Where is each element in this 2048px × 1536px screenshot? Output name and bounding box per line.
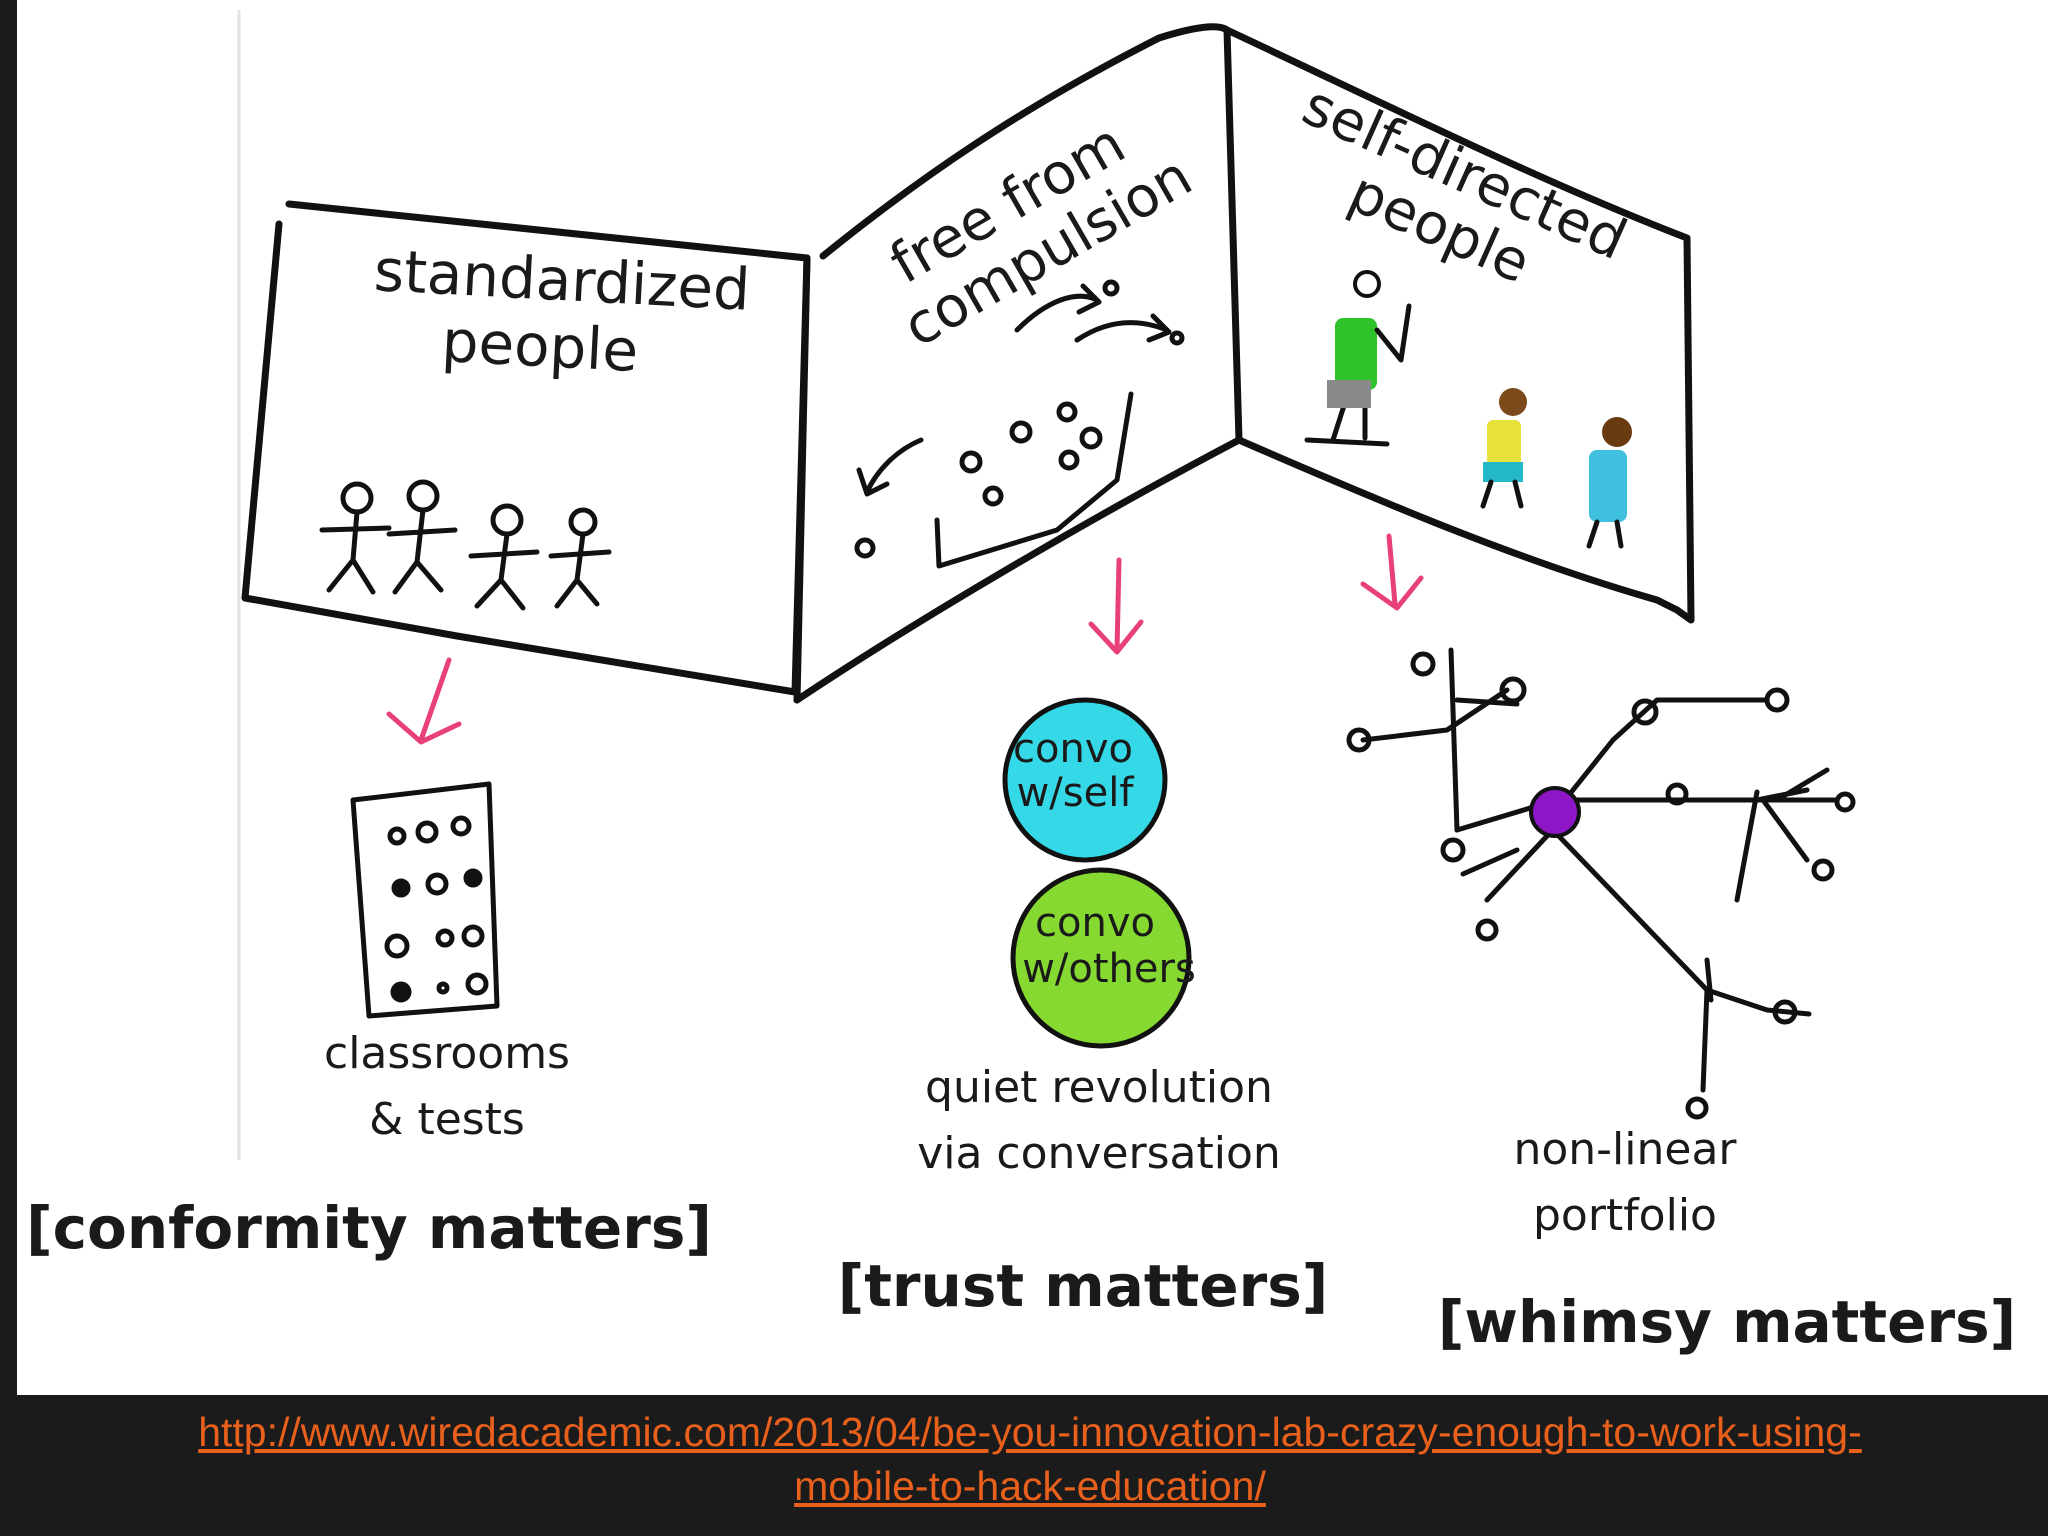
self-directed-kid-figures [1304, 270, 1632, 549]
bubble-convo-others-line2: w/others [1022, 946, 1196, 992]
panel-self-directed-frame [1223, 26, 1695, 624]
bubble-convo-self-line1: convo [1013, 726, 1133, 772]
stick-figure-icon [319, 481, 392, 595]
standardized-stick-figures [319, 479, 612, 611]
bubble-convo-others-line1: convo [1035, 900, 1155, 946]
folded-sign-outline [241, 23, 1695, 704]
caption-classrooms-line1: classrooms [324, 1028, 570, 1079]
curved-arrow-icon [1074, 313, 1172, 343]
caption-trust-matters: [trust matters] [838, 1252, 1329, 1320]
source-link[interactable]: http://www.wiredacademic.com/2013/04/be-… [140, 1405, 1920, 1513]
caption-portfolio-line2: portfolio [1533, 1190, 1717, 1241]
kid-figure-blue-icon [1586, 417, 1632, 549]
caption-quiet-revolution-line2: via conversation [917, 1128, 1281, 1179]
bubble-convo-self [1002, 697, 1168, 863]
bubble-convo-self-line2: w/self [1017, 770, 1135, 816]
caption-portfolio-line1: non-linear [1513, 1124, 1737, 1175]
panel-free-bottom-edge [793, 436, 1243, 704]
arrow-down-icon [1360, 533, 1424, 611]
network-hub-purple [1529, 786, 1581, 838]
fold-line-right [1223, 26, 1243, 444]
sketch-panel: standardized people free from compulsion… [17, 0, 2048, 1395]
portfolio-network-sketch [1346, 647, 1856, 1120]
stick-figure-icon [548, 507, 612, 609]
free-panel-dots-and-arrows [854, 279, 1185, 569]
curved-arrow-icon [1014, 283, 1102, 333]
kid-figure-yellow-icon [1480, 388, 1527, 509]
classroom-frame [350, 781, 500, 1019]
bracket-scribble [934, 391, 1134, 569]
panel-standardized-title-2: people [440, 307, 640, 385]
panel-standardized-frame [241, 200, 811, 696]
source-link-line2[interactable]: mobile-to-hack-education/ [794, 1463, 1266, 1509]
bubble-convo-others [1010, 867, 1192, 1049]
network-branch [1460, 827, 1812, 1093]
arrow-down-left-icon [386, 657, 462, 745]
arrow-down-icon [1088, 557, 1144, 655]
fold-line-left [793, 254, 811, 704]
curved-arrow-icon [856, 437, 924, 497]
kid-figure-green-icon [1304, 270, 1412, 447]
stick-figure-icon [468, 503, 540, 611]
network-branch [1360, 647, 1520, 833]
caption-classrooms-line2: & tests [369, 1094, 525, 1145]
classroom-grid-sketch [350, 781, 500, 1019]
panel-free-top-edge [819, 23, 1231, 260]
caption-quiet-revolution-line1: quiet revolution [925, 1062, 1273, 1113]
caption-conformity-matters: [conformity matters] [26, 1194, 712, 1262]
folded-sign-sketch: standardized people free from compulsion… [26, 10, 2016, 1356]
stick-figure-icon [386, 479, 458, 595]
outcome-arrows [386, 533, 1424, 745]
caption-whimsy-matters: [whimsy matters] [1438, 1288, 2016, 1356]
source-link-line1[interactable]: http://www.wiredacademic.com/2013/04/be-… [198, 1409, 1862, 1455]
